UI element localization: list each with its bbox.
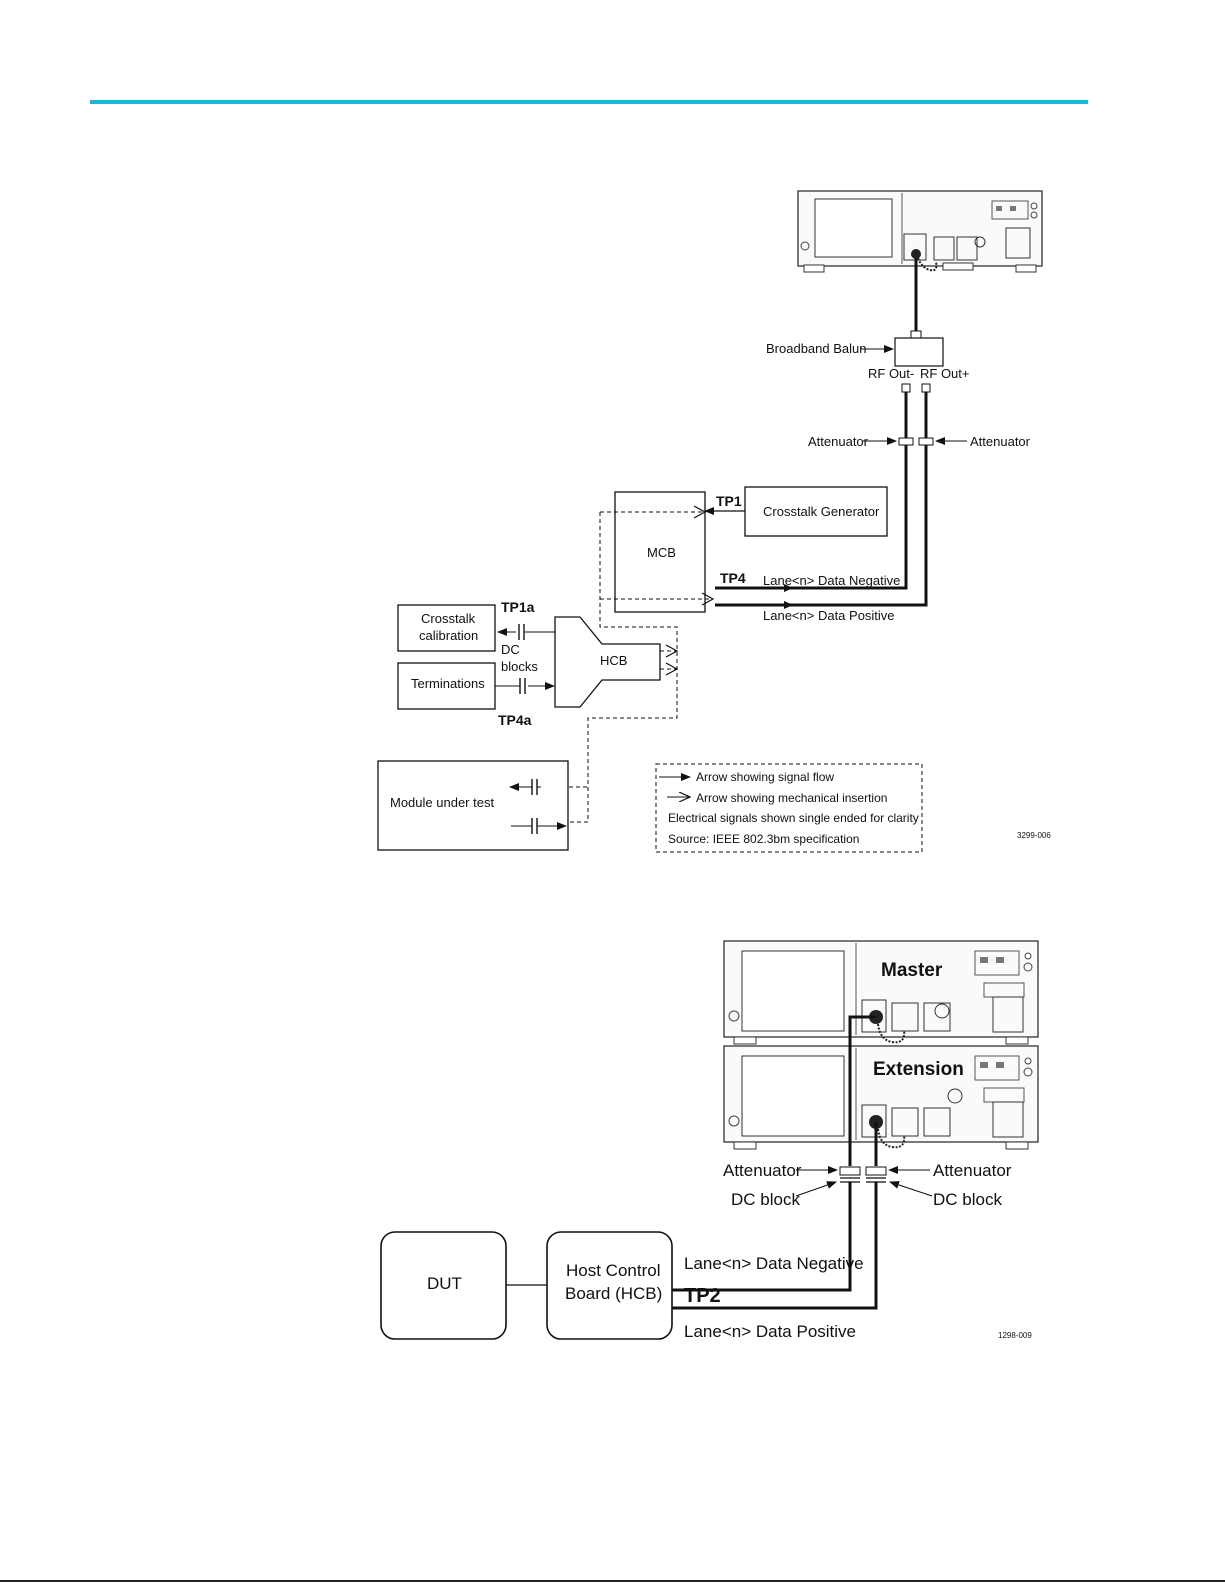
legend-source: Source: IEEE 802.3bm specification	[668, 832, 859, 846]
module-under-test-box	[377, 760, 569, 851]
figure1-legend: Arrow showing signal flow Arrow showing …	[655, 763, 923, 853]
attenuator-right-label-2: Attenuator	[933, 1161, 1012, 1180]
figure-2: Master Extension	[380, 940, 1039, 1341]
lane-positive-label: Lane<n> Data Positive	[763, 608, 895, 623]
master-instrument	[723, 940, 1039, 1045]
rf-out-plus-label: RF Out+	[920, 366, 970, 381]
header-rule	[90, 100, 1088, 104]
dc-block-right-label: DC block	[933, 1190, 1002, 1209]
lane-negative-label: Lane<n> Data Negative	[763, 573, 900, 588]
attenuator-left-label: Attenuator	[808, 434, 869, 449]
attenuator-right-label: Attenuator	[970, 434, 1031, 449]
legend-single-ended-note: Electrical signals shown single ended fo…	[668, 811, 919, 825]
lane-positive-label-2: Lane<n> Data Positive	[684, 1322, 856, 1341]
attenuator-left	[898, 437, 914, 446]
lane-negative-label-2: Lane<n> Data Negative	[684, 1254, 864, 1273]
dut-label: DUT	[427, 1274, 462, 1293]
mcb-label: MCB	[647, 545, 676, 560]
broadband-balun	[894, 337, 944, 367]
tp4-label: TP4	[720, 570, 746, 586]
legend-signal-flow: Arrow showing signal flow	[696, 770, 834, 784]
dc-block-left-label: DC block	[731, 1190, 800, 1209]
attenuator-right-2	[865, 1166, 887, 1176]
dc-blocks-line1: DC	[501, 642, 520, 657]
attenuator-left-label-2: Attenuator	[723, 1161, 802, 1180]
module-under-test-label: Module under test	[390, 795, 494, 810]
tp1-label: TP1	[716, 493, 742, 509]
extension-label: Extension	[873, 1059, 964, 1080]
hcb-label: HCB	[600, 653, 627, 668]
crosstalk-calibration-line2: calibration	[419, 628, 478, 643]
broadband-balun-label: Broadband Balun	[766, 341, 866, 356]
hcb-line1: Host Control	[566, 1261, 660, 1280]
crosstalk-calibration-line1: Crosstalk	[421, 611, 476, 626]
hcb-shape	[554, 616, 661, 708]
master-label: Master	[881, 960, 943, 981]
host-control-board-box	[546, 1231, 673, 1340]
tp2-label: TP2	[684, 1285, 721, 1307]
crosstalk-generator-box	[744, 486, 888, 537]
terminations-label: Terminations	[411, 676, 485, 691]
footer-rule	[0, 1580, 1225, 1582]
crosstalk-generator-label: Crosstalk Generator	[763, 504, 880, 519]
oscilloscope-instrument	[797, 190, 1043, 273]
dc-blocks-line2: blocks	[501, 659, 538, 674]
crosstalk-calibration-box	[397, 604, 496, 652]
figure1-id: 3299-006	[1017, 831, 1051, 840]
tp4a-label: TP4a	[498, 712, 532, 728]
rf-out-minus-label: RF Out-	[868, 366, 914, 381]
attenuator-left-2	[839, 1166, 861, 1176]
figure-1: Broadband Balun RF Out- RF Out+ Attenuat…	[377, 190, 1051, 853]
legend-mechanical-insertion: Arrow showing mechanical insertion	[696, 791, 887, 805]
extension-instrument	[723, 1045, 1039, 1150]
tp1a-label: TP1a	[501, 599, 535, 615]
attenuator-right	[918, 437, 934, 446]
hcb-line2: Board (HCB)	[565, 1284, 662, 1303]
figure2-id: 1298-009	[998, 1331, 1032, 1340]
